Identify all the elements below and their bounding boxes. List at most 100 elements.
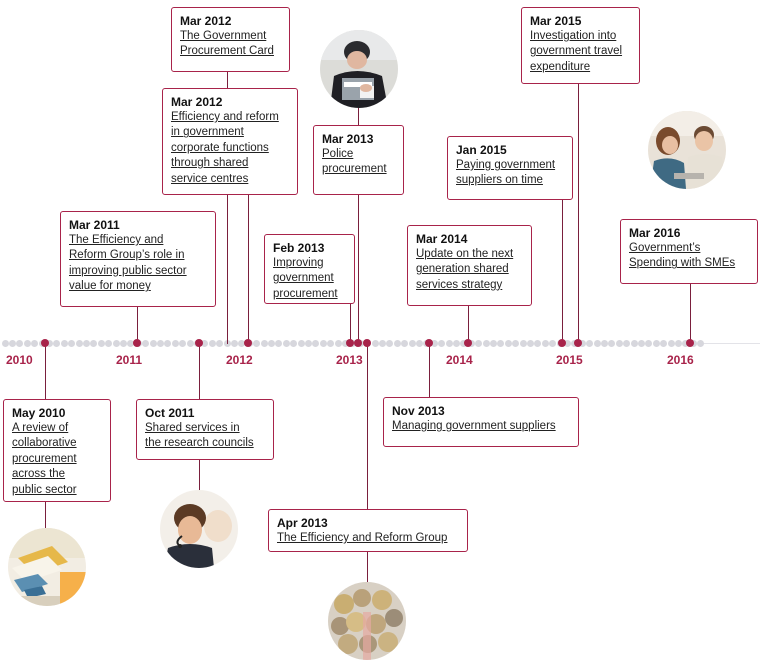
event-card: Mar 2016 Government’s Spending with SMEs bbox=[620, 219, 758, 284]
timeline-dot bbox=[645, 339, 653, 347]
year-label-2014: 2014 bbox=[446, 353, 473, 367]
event-link[interactable]: Investigation into government travel exp… bbox=[530, 30, 623, 73]
timeline-event-marker bbox=[464, 339, 472, 347]
timeline-dot bbox=[652, 339, 660, 347]
year-label-2012: 2012 bbox=[226, 353, 253, 367]
connector-line bbox=[562, 200, 563, 344]
timeline-dot bbox=[341, 339, 349, 347]
timeline-dot bbox=[578, 339, 586, 347]
timeline-dot bbox=[260, 339, 268, 347]
event-card: Mar 2011 The Efficiency and Reform Group… bbox=[60, 211, 216, 307]
event-date: Mar 2012 bbox=[171, 95, 223, 109]
timeline-dot bbox=[327, 339, 335, 347]
event-link[interactable]: Improving government procurement bbox=[273, 257, 338, 300]
timeline-event-marker bbox=[346, 339, 354, 347]
timeline-dot bbox=[112, 339, 120, 347]
year-label-2015: 2015 bbox=[556, 353, 583, 367]
event-date: Apr 2013 bbox=[277, 516, 328, 530]
timeline-event-marker bbox=[133, 339, 141, 347]
event-card: Nov 2013 Managing government suppliers bbox=[383, 397, 579, 447]
event-card: Mar 2013 Police procurement bbox=[313, 125, 404, 195]
connector-line bbox=[199, 460, 200, 490]
timeline-dot bbox=[519, 339, 527, 347]
timeline-baseline bbox=[700, 343, 760, 344]
event-date: Oct 2011 bbox=[145, 406, 195, 420]
timeline-dot bbox=[119, 339, 127, 347]
event-link[interactable]: Paying government suppliers on time bbox=[456, 159, 556, 187]
timeline-dot bbox=[630, 339, 638, 347]
timeline-dot bbox=[489, 339, 497, 347]
timeline-dot bbox=[319, 339, 327, 347]
call-centre-photo bbox=[160, 490, 238, 568]
connector-line bbox=[199, 343, 200, 399]
timeline-dot bbox=[497, 339, 505, 347]
event-date: Mar 2014 bbox=[416, 232, 468, 246]
timeline-dot bbox=[637, 339, 645, 347]
event-date: Mar 2011 bbox=[69, 218, 120, 232]
timeline-dot bbox=[31, 339, 39, 347]
event-date: Mar 2015 bbox=[530, 14, 582, 28]
timeline-dot bbox=[541, 339, 549, 347]
timeline-event-marker bbox=[558, 339, 566, 347]
event-date: Jan 2015 bbox=[456, 143, 507, 157]
timeline-dot bbox=[216, 339, 224, 347]
coins-photo bbox=[328, 582, 406, 660]
timeline-dot bbox=[371, 339, 379, 347]
timeline-dot bbox=[267, 339, 275, 347]
timeline-dot bbox=[452, 339, 460, 347]
event-date: Mar 2016 bbox=[629, 226, 681, 240]
timeline-dot bbox=[142, 339, 150, 347]
timeline-event-marker bbox=[195, 339, 203, 347]
connector-line bbox=[45, 502, 46, 530]
police-officer-photo bbox=[320, 30, 398, 108]
connector-line bbox=[429, 343, 430, 397]
timeline-dot bbox=[304, 339, 312, 347]
event-link[interactable]: The Government Procurement Card bbox=[180, 30, 274, 58]
timeline-dot bbox=[667, 339, 675, 347]
timeline-dot bbox=[68, 339, 76, 347]
timeline-dot bbox=[282, 339, 290, 347]
timeline-dot bbox=[45, 339, 53, 347]
year-label-2011: 2011 bbox=[116, 353, 143, 367]
timeline-dot bbox=[534, 339, 542, 347]
event-link[interactable]: The Efficiency and Reform Group’s role i… bbox=[69, 234, 187, 293]
timeline-dot bbox=[238, 339, 246, 347]
timeline-dot bbox=[275, 339, 283, 347]
timeline-dot bbox=[164, 339, 172, 347]
event-link[interactable]: Shared services in the research councils bbox=[145, 422, 254, 450]
timeline-dot bbox=[90, 339, 98, 347]
timeline-dot bbox=[615, 339, 623, 347]
timeline-dot bbox=[660, 339, 668, 347]
timeline-dot bbox=[208, 339, 216, 347]
event-link[interactable]: Government’s Spending with SMEs bbox=[629, 242, 736, 270]
timeline-dot bbox=[512, 339, 520, 347]
timeline-dot bbox=[334, 339, 342, 347]
timeline-dot bbox=[460, 339, 468, 347]
event-date: Mar 2012 bbox=[180, 14, 232, 28]
event-link[interactable]: The Efficiency and Reform Group bbox=[277, 532, 448, 544]
event-link[interactable]: Police procurement bbox=[322, 148, 387, 176]
timeline-dot bbox=[623, 339, 631, 347]
timeline-dot bbox=[171, 339, 179, 347]
connector-line bbox=[137, 307, 138, 344]
connector-line bbox=[227, 72, 228, 344]
timeline-dot bbox=[401, 339, 409, 347]
event-link[interactable]: A review of collaborative procurement ac… bbox=[12, 422, 77, 496]
timeline-dot bbox=[156, 339, 164, 347]
event-link[interactable]: Update on the next generation shared ser… bbox=[416, 248, 514, 291]
timeline-dot bbox=[526, 339, 534, 347]
timeline-dot bbox=[475, 339, 483, 347]
event-link[interactable]: Efficiency and reform in government corp… bbox=[171, 111, 279, 185]
timeline-dot bbox=[445, 339, 453, 347]
connector-line bbox=[468, 306, 469, 344]
timeline-event-marker bbox=[363, 339, 371, 347]
timeline-dot bbox=[8, 339, 16, 347]
event-link[interactable]: Managing government suppliers bbox=[392, 420, 556, 432]
timeline-event-marker bbox=[425, 339, 433, 347]
connector-line bbox=[578, 84, 579, 344]
timeline-dot bbox=[16, 339, 24, 347]
timeline-dot bbox=[697, 339, 705, 347]
people-laptop-photo bbox=[648, 111, 726, 189]
timeline-dot bbox=[586, 339, 594, 347]
